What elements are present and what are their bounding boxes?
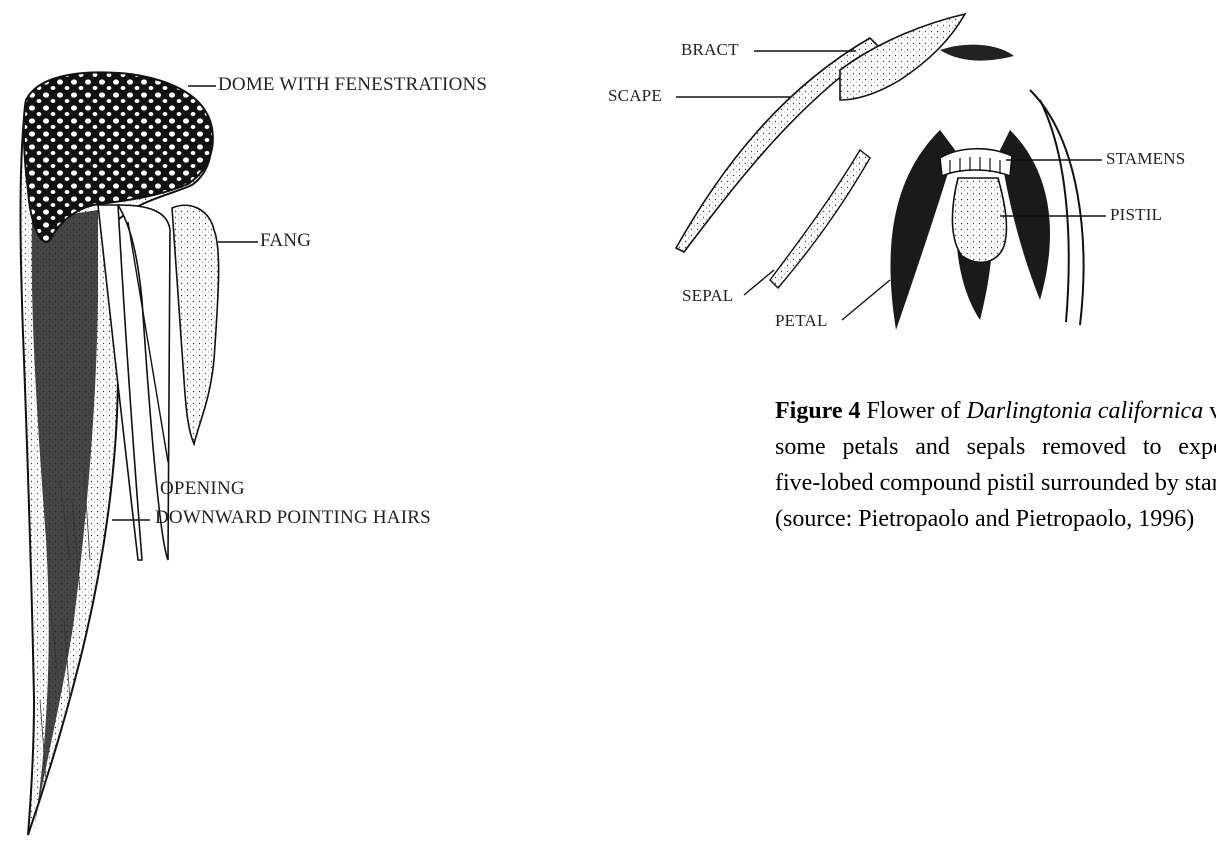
caption-line-1: Figure 4 Flower of Darlingtonia californ… xyxy=(775,393,1216,429)
caption-word: petals xyxy=(842,429,898,465)
flower-illustration xyxy=(0,0,1216,360)
figure-label: Figure 4 xyxy=(775,398,861,424)
label-scape: SCAPE xyxy=(608,86,662,106)
label-bract: BRACT xyxy=(681,40,739,60)
caption-word: sepals xyxy=(967,429,1026,465)
label-opening: OPENING xyxy=(160,478,245,500)
caption-word: and xyxy=(915,429,950,465)
label-stamens: STAMENS xyxy=(1106,149,1185,169)
caption-word: some xyxy=(775,429,826,465)
label-hairs: DOWNWARD POINTING HAIRS xyxy=(155,507,431,529)
caption-line-2: some petals and sepals removed to expose xyxy=(775,429,1216,465)
caption-word: to xyxy=(1143,429,1162,465)
species-name: Darlingtonia californica xyxy=(967,398,1204,424)
caption-text: Flower of xyxy=(861,398,967,424)
sepal xyxy=(770,150,870,288)
caption-word: expose xyxy=(1178,429,1216,465)
label-petal: PETAL xyxy=(775,311,828,331)
label-sepal: SEPAL xyxy=(682,286,733,306)
caption-line1-tail: v xyxy=(1203,398,1216,424)
pistil xyxy=(952,178,1006,262)
caption-line-3: five-lobed compound pistil surrounded by… xyxy=(775,465,1216,501)
label-pistil: PISTIL xyxy=(1110,205,1162,225)
bract xyxy=(840,14,965,100)
figure-caption: Figure 4 Flower of Darlingtonia californ… xyxy=(775,393,1216,537)
caption-word: removed xyxy=(1042,429,1126,465)
caption-line-4: (source: Pietropaolo and Pietropaolo, 19… xyxy=(775,501,1216,537)
stamens xyxy=(940,149,1012,176)
